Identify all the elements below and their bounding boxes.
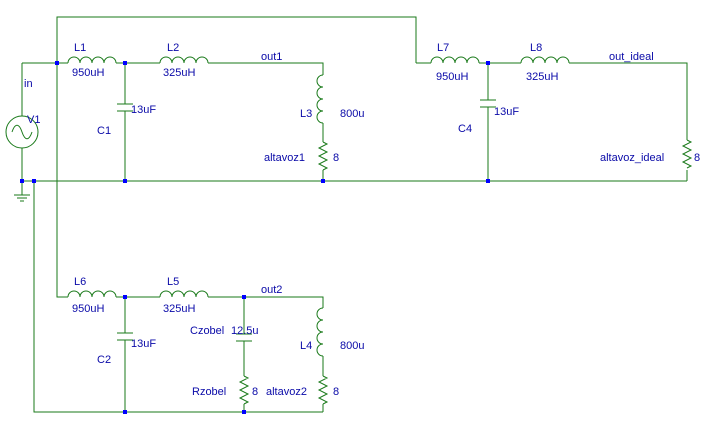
- wire-feed-lower: [56, 63, 68, 298]
- junction-node: [55, 61, 59, 65]
- l4-ref: L4: [300, 340, 312, 352]
- l2-ref: L2: [167, 42, 179, 54]
- junction-nodes: [20, 61, 490, 414]
- wire-l5-out2: [208, 296, 324, 308]
- l1-ref: L1: [74, 42, 86, 54]
- c4-ref: C4: [458, 123, 472, 135]
- altavoz1-ref: altavoz1: [264, 152, 305, 164]
- resistor-rzobel[interactable]: [238, 375, 250, 405]
- l4-value: 800u: [340, 340, 364, 352]
- altavoz2-ref: altavoz2: [266, 386, 307, 398]
- l6-ref: L6: [74, 276, 86, 288]
- junction-node: [321, 179, 325, 183]
- altavoz1-value: 8: [333, 152, 339, 164]
- l3-ref: L3: [300, 108, 312, 120]
- capacitor-c2[interactable]: [117, 332, 133, 341]
- net-label-out1: out1: [261, 51, 282, 63]
- l8-value: 325uH: [526, 71, 558, 83]
- czobel-value: 12.5u: [231, 325, 259, 337]
- inductor-l6[interactable]: [67, 290, 117, 298]
- labels: in V1 L1 950uH L2 325uH out1 13uF C1 L3 …: [24, 42, 700, 398]
- inductor-l2[interactable]: [159, 56, 209, 64]
- l2-value: 325uH: [163, 67, 195, 79]
- l7-ref: L7: [437, 42, 449, 54]
- wires: [21, 16, 688, 413]
- resistor-altavoz2[interactable]: [317, 375, 329, 405]
- v1-ref: V1: [27, 114, 40, 126]
- net-label-out2: out2: [261, 284, 282, 296]
- l3-value: 800u: [340, 108, 364, 120]
- junction-node: [20, 179, 24, 183]
- junction-node: [32, 179, 36, 183]
- junction-node: [242, 410, 246, 414]
- junction-node: [486, 179, 490, 183]
- capacitor-czobel[interactable]: [236, 333, 252, 342]
- ground-icon: [14, 194, 30, 202]
- altavoz2-value: 8: [333, 386, 339, 398]
- wire-top-loop: [56, 16, 417, 63]
- c2-value: 13uF: [131, 338, 156, 350]
- l6-value: 950uH: [72, 303, 104, 315]
- inductor-l4[interactable]: [316, 307, 324, 357]
- capacitor-c1[interactable]: [117, 103, 133, 112]
- net-label-out-ideal: out_ideal: [609, 51, 654, 63]
- junction-node: [242, 295, 246, 299]
- junction-node: [123, 295, 127, 299]
- wire-l2-out1: [208, 62, 324, 75]
- l5-ref: L5: [167, 276, 179, 288]
- wire-l8-ideal: [569, 62, 688, 140]
- c1-value: 13uF: [131, 104, 156, 116]
- inductor-l7[interactable]: [430, 56, 480, 64]
- inductor-l3[interactable]: [316, 74, 324, 124]
- altavoz-ideal-ref: altavoz_ideal: [600, 152, 664, 164]
- wire-ground-return: [33, 181, 323, 413]
- czobel-ref: Czobel: [190, 325, 224, 337]
- c2-ref: C2: [97, 354, 111, 366]
- capacitor-c4[interactable]: [480, 99, 496, 108]
- junction-node: [123, 410, 127, 414]
- junction-node: [486, 61, 490, 65]
- sine-wave-icon: [11, 124, 33, 140]
- l8-ref: L8: [530, 42, 542, 54]
- junction-node: [123, 179, 127, 183]
- c4-value: 13uF: [494, 106, 519, 118]
- voltage-source-v1[interactable]: [5, 115, 39, 149]
- resistor-altavoz-ideal[interactable]: [681, 139, 693, 169]
- l5-value: 325uH: [163, 303, 195, 315]
- inductor-l8[interactable]: [520, 56, 570, 64]
- junction-node: [123, 61, 127, 65]
- resistor-altavoz1[interactable]: [317, 141, 329, 171]
- rzobel-value: 8: [252, 386, 258, 398]
- l7-value: 950uH: [436, 71, 468, 83]
- rzobel-ref: Rzobel: [192, 386, 226, 398]
- inductor-l1[interactable]: [67, 56, 117, 64]
- altavoz-ideal-value: 8: [694, 152, 700, 164]
- c1-ref: C1: [97, 125, 111, 137]
- l1-value: 950uH: [72, 67, 104, 79]
- inductor-l5[interactable]: [159, 290, 209, 298]
- net-label-in: in: [24, 78, 33, 90]
